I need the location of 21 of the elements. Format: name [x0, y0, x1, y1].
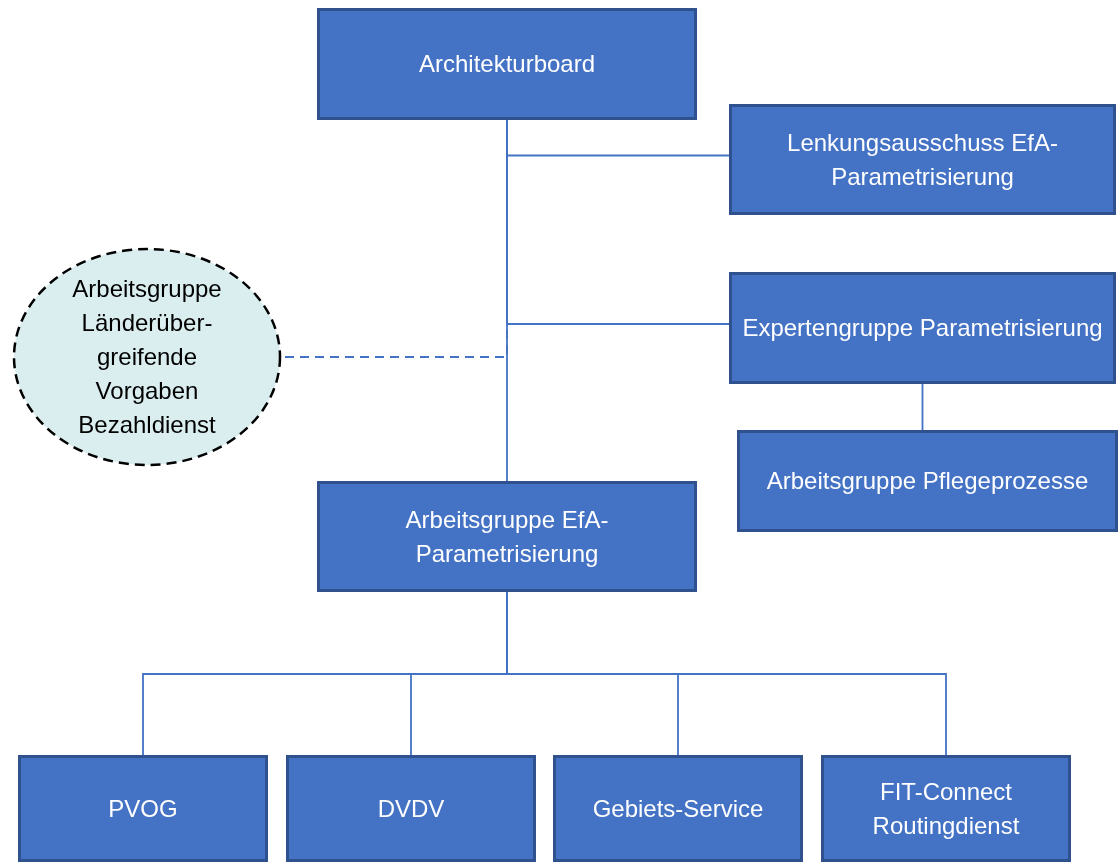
node-label: DVDV: [377, 793, 445, 824]
node-label: Expertengruppe Parametrisierung: [742, 313, 1103, 344]
node-label: Architekturboard: [418, 49, 596, 80]
node-label: Arbeitsgruppe EfA-Parametrisierung: [404, 504, 610, 569]
node-label: FIT-Connect Routingdienst: [871, 776, 1021, 841]
node-label: PVOG: [108, 793, 178, 824]
org-box: [729, 272, 1116, 384]
org-box: [317, 8, 697, 120]
org-box: [737, 430, 1118, 532]
org-box: [18, 755, 268, 862]
org-box: [729, 104, 1116, 215]
org-box: [553, 755, 803, 862]
node-label: Arbeitsgruppe Länderüber-greifende Vorgaben Bezahldienst: [71, 273, 223, 441]
org-box: [286, 755, 536, 862]
group-ellipse: [12, 247, 282, 467]
node-label: Arbeitsgruppe Pflegeprozesse: [766, 466, 1089, 497]
connector-line: [921, 383, 924, 431]
node-label: Gebiets-Service: [592, 793, 764, 824]
org-box: [317, 481, 697, 592]
node-label: Lenkungsausschuss EfA-Parametrisierung: [786, 127, 1059, 192]
org-box: [821, 755, 1071, 862]
